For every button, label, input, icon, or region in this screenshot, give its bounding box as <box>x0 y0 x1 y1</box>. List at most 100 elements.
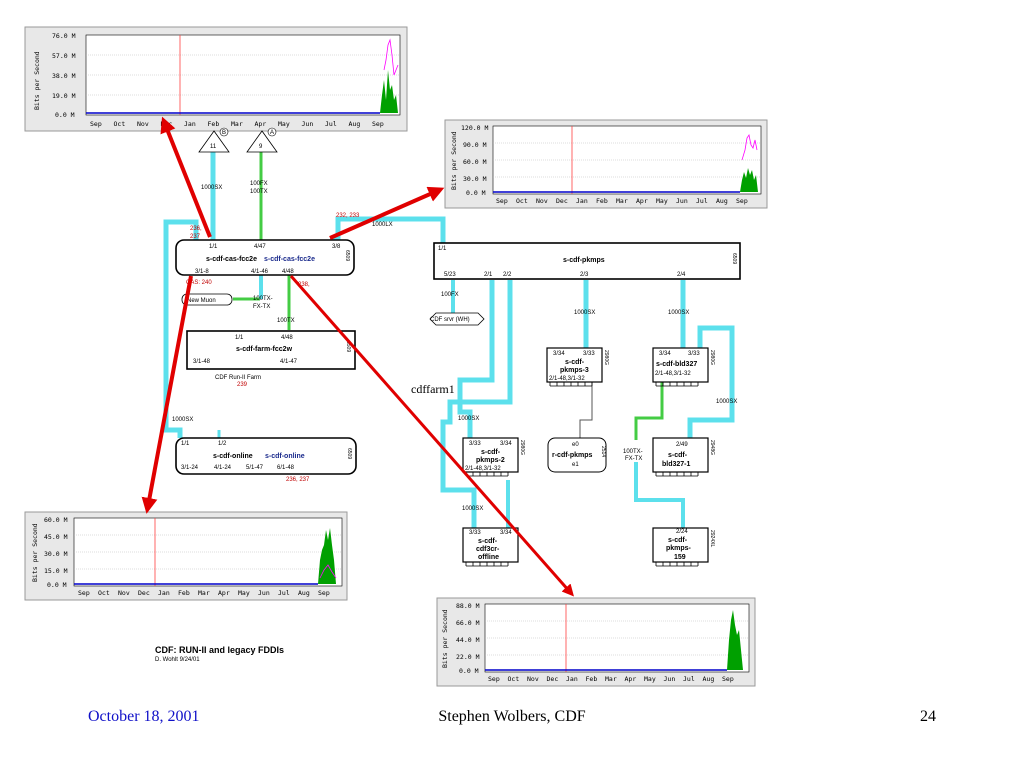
vlan-label: 232, 233 <box>336 213 360 219</box>
link-speed-label: 1000SX <box>668 310 689 316</box>
x-tick-month: Apr <box>625 675 637 683</box>
x-tick-month: May <box>656 197 668 205</box>
model-label: 2514 <box>600 446 606 457</box>
switch-note: CDF Run-II Farm <box>215 375 261 381</box>
switch-pkmps-2[interactable]: 3/33 3/34 s-cdf- pkmps-2 2/1-48,3/1-32 2… <box>462 437 525 477</box>
node-new-muon[interactable]: New Muon <box>181 293 233 306</box>
port-label: 5/23 <box>444 272 456 278</box>
port-range: 2/1-48,3/1-32 <box>655 371 691 377</box>
y-tick: 88.0 M <box>456 602 480 610</box>
switch-bld327[interactable]: 3/34 3/33 s-cdf-bld327 2/1-48,3/1-32 298… <box>652 347 715 387</box>
x-tick-month: Aug <box>349 120 361 128</box>
port-label: 3/33 <box>583 351 595 357</box>
link-speed-label: 100TX <box>277 318 295 324</box>
y-tick: 44.0 M <box>456 636 480 644</box>
switch-title: s-cdf-cas-fcc2e <box>206 256 257 263</box>
link-speed-label: 1000SX <box>574 310 595 316</box>
x-tick-month: Jul <box>278 589 290 597</box>
switch-title: offline <box>478 554 499 561</box>
uplink-triangle-9: A 9 <box>246 127 278 153</box>
link-speed-label: 1000SX <box>458 416 479 422</box>
x-tick-month: Jun <box>676 197 688 205</box>
y-tick: 66.0 M <box>456 619 480 627</box>
switch-pkmps[interactable]: 1/1 s-cdf-pkmps 5/23 2/1 2/2 2/3 2/4 650… <box>433 242 741 280</box>
y-axis-label: Bits per Second <box>450 131 458 190</box>
x-tick-month: Sep <box>372 120 384 128</box>
port-label: 2/4 <box>677 272 686 278</box>
port-label: 1/1 <box>438 246 447 252</box>
x-tick-month: Dec <box>556 197 568 205</box>
traffic-arrows <box>141 116 574 597</box>
x-tick-month: Jan <box>576 197 588 205</box>
port-label: 4/48 <box>281 335 293 341</box>
y-tick: 22.0 M <box>456 653 480 661</box>
link-cyan <box>163 219 199 438</box>
x-tick-month: Jul <box>683 675 695 683</box>
switch-online[interactable]: 1/1 1/2 s-cdf-online s-cdf-online 3/1-24… <box>175 437 357 483</box>
switch-farm-fcc2w[interactable]: 1/1 4/48 s-cdf-farm-fcc2w 3/1-48 4/1-47 … <box>186 330 356 388</box>
x-tick-month: Jul <box>696 197 708 205</box>
node-cdf-srvr[interactable]: CDF srvr (WH) <box>429 312 485 326</box>
link-speed-label: 1000SX <box>716 399 737 405</box>
switch-pkmps-3[interactable]: 3/34 3/33 s-cdf- pkmps-3 2/1-48,3/1-32 2… <box>546 347 609 387</box>
x-tick-month: Feb <box>586 675 598 683</box>
port-label: 6/1-48 <box>277 465 295 471</box>
x-tick-month: Sep <box>496 197 508 205</box>
link-cyan <box>440 280 513 528</box>
model-label: 6509 <box>345 341 351 352</box>
port-label: 3/34 <box>500 441 512 447</box>
x-tick-month: Jun <box>664 675 676 683</box>
model-label: 6509 <box>344 250 350 261</box>
network-links <box>163 152 735 528</box>
x-tick-month: Feb <box>208 120 220 128</box>
switch-pkmps-159[interactable]: 2/24 s-cdf- pkmps- 159 2924XL <box>652 527 715 567</box>
vlan-label: 236, <box>190 226 202 232</box>
y-tick: 76.0 M <box>52 32 76 40</box>
link-green <box>634 382 664 440</box>
port-range: 2/1-48,3/1-32 <box>549 376 585 382</box>
switch-title: s-cdf-farm-fcc2w <box>236 346 293 353</box>
diagram-caption: CDF: RUN-II and legacy FDDIs D. Wohlt 9/… <box>155 645 284 663</box>
switch-title: s-cdf-online <box>213 453 253 460</box>
y-tick: 45.0 M <box>44 533 68 541</box>
y-tick: 38.0 M <box>52 72 76 80</box>
x-tick-month: Apr <box>218 589 230 597</box>
y-tick: 0.0 M <box>47 581 67 589</box>
link-speed-label: 1000LX <box>372 222 393 228</box>
switch-bld327-1[interactable]: 2/49 s-cdf- bld327-1 2948G <box>652 437 715 477</box>
x-tick-month: Nov <box>527 675 539 683</box>
switch-title: s-cdf- <box>668 452 688 459</box>
port-label: 2/3 <box>580 272 589 278</box>
port-label: 3/34 <box>500 530 512 536</box>
port-label: 3/1-48 <box>193 359 211 365</box>
model-label: 2948G <box>709 440 715 455</box>
vlan-note: 236, 237 <box>286 477 310 483</box>
x-tick-month: Feb <box>178 589 190 597</box>
port-label: 3/1-24 <box>181 465 199 471</box>
y-tick: 90.0 M <box>463 141 487 149</box>
x-tick-month: Sep <box>78 589 90 597</box>
port-range: 2/1-48,3/1-32 <box>465 466 501 472</box>
link-cyan <box>457 280 495 438</box>
y-tick: 0.0 M <box>466 189 486 197</box>
link-speed-label: 1000SX <box>462 506 483 512</box>
cdffarm-label: cdffarm1 <box>411 382 455 396</box>
port-label: 2/24 <box>676 529 688 535</box>
router-r-cdf-pkmps[interactable]: e0 r-cdf-pkmps e1 2514 <box>547 437 607 473</box>
switch-cas-fcc2e[interactable]: 1/1 4/47 3/8 s-cdf-cas-fcc2e s-cdf-cas-f… <box>175 239 355 286</box>
switch-cdf3cr-offline[interactable]: 3/33 3/34 s-cdf- cdf3cr- offline <box>462 527 519 567</box>
link-speed-label: 100TX <box>250 189 268 195</box>
link-cyan <box>634 462 685 528</box>
x-tick-month: Sep <box>736 197 748 205</box>
x-tick-month: Aug <box>716 197 728 205</box>
y-tick: 30.0 M <box>44 550 68 558</box>
y-tick: 60.0 M <box>44 516 68 524</box>
triangle-badge: B <box>222 130 226 136</box>
link-cyan <box>687 325 735 438</box>
switch-title: cdf3cr- <box>476 546 500 553</box>
port-label: 3/34 <box>553 351 565 357</box>
port-label: 4/47 <box>254 244 266 250</box>
switch-title: s-cdf- <box>481 449 501 456</box>
vlan-label: 237 <box>190 234 201 240</box>
arrow-to-bottom-left-graph <box>141 275 193 514</box>
